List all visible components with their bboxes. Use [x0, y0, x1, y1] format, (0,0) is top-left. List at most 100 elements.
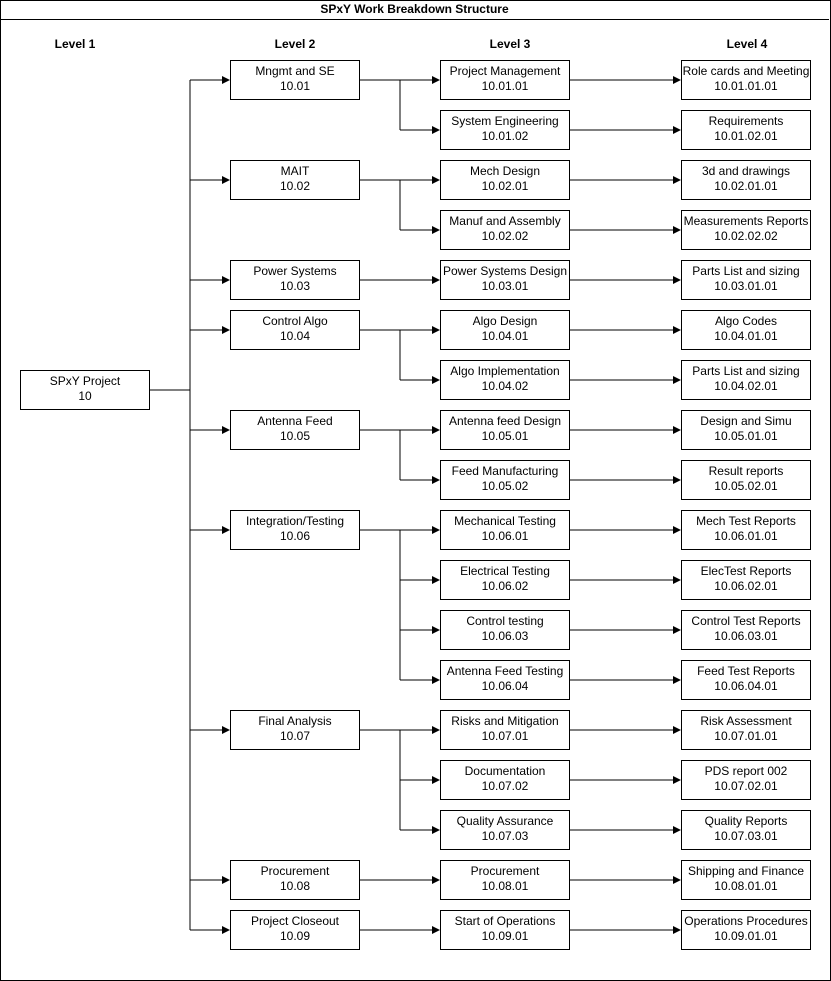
level4-node-10.09.01.01-code: 10.09.01.01 [714, 929, 778, 943]
level3-node-10.02.02-code: 10.02.02 [481, 229, 529, 243]
level4-node-10.05.01.01-label: Design and Simu [700, 414, 792, 428]
level3-node-10.01.01-label: Project Management [449, 64, 561, 78]
level4-node-10.02.02.02-code: 10.02.02.02 [714, 229, 778, 243]
level4-node-10.07.02.01-label: PDS report 002 [704, 764, 788, 778]
level3-node-10.06.01-label: Mechanical Testing [454, 514, 556, 528]
level2-node-10.04-label: Control Algo [262, 314, 328, 328]
level2-node-10.02-code: 10.02 [279, 179, 311, 193]
level4-node-10.03.01.01-code: 10.03.01.01 [714, 279, 778, 293]
level2-node-10.04-code: 10.04 [279, 329, 311, 343]
level4-node-10.01.02.01-label: Requirements [708, 114, 784, 128]
level3-node-10.06.01-code: 10.06.01 [481, 529, 529, 543]
level4-node-10.07.03.01-label: Quality Reports [704, 814, 788, 828]
level3-node-10.04.01-label: Algo Design [472, 314, 538, 328]
level4-node-10.08.01.01-code: 10.08.01.01 [714, 879, 778, 893]
level2-node-10.08-code: 10.08 [279, 879, 311, 893]
level4-node-10.07.03.01-code: 10.07.03.01 [714, 829, 778, 843]
level4-node-10.04.01.01-code: 10.04.01.01 [714, 329, 778, 343]
level4-node-10.09.01.01-label: Operations Procedures [684, 914, 808, 928]
level3-node-10.04.02-code: 10.04.02 [481, 379, 529, 393]
level2-node-10.05-label: Antenna Feed [257, 414, 333, 428]
level-3-header: Level 3 [489, 37, 531, 51]
level2-node-10.05-code: 10.05 [279, 429, 311, 443]
level4-node-10.02.02.02-label: Measurements Reports [683, 214, 809, 228]
level2-node-10.06-code: 10.06 [279, 529, 311, 543]
level4-node-10.07.01.01-code: 10.07.01.01 [714, 729, 778, 743]
root-node-code: 10 [78, 389, 92, 403]
level4-node-10.06.03.01-label: Control Test Reports [691, 614, 801, 628]
level4-node-10.01.01.01-code: 10.01.01.01 [714, 79, 778, 93]
level3-node-10.05.02-label: Feed Manufacturing [451, 464, 559, 478]
level2-node-10.09-code: 10.09 [279, 929, 311, 943]
level4-node-10.07.02.01-code: 10.07.02.01 [714, 779, 778, 793]
level4-node-10.06.02.01-code: 10.06.02.01 [714, 579, 778, 593]
level4-node-10.04.02.01-label: Parts List and sizing [692, 364, 800, 378]
level3-node-10.01.01-code: 10.01.01 [481, 79, 529, 93]
level3-node-10.03.01-label: Power Systems Design [442, 264, 568, 278]
level4-node-10.04.02.01-code: 10.04.02.01 [714, 379, 778, 393]
level3-node-10.06.03-code: 10.06.03 [481, 629, 529, 643]
level4-node-10.06.03.01-code: 10.06.03.01 [714, 629, 778, 643]
level3-node-10.01.02-code: 10.01.02 [481, 129, 529, 143]
level3-node-10.07.01-label: Risks and Mitigation [451, 714, 559, 728]
level4-node-10.05.01.01-code: 10.05.01.01 [714, 429, 778, 443]
level2-node-10.01-label: Mngmt and SE [255, 64, 335, 78]
level3-node-10.08.01-label: Procurement [470, 864, 540, 878]
level3-node-10.06.04-label: Antenna Feed Testing [446, 664, 564, 678]
level2-node-10.01-code: 10.01 [279, 79, 311, 93]
level4-node-10.06.02.01-label: ElecTest Reports [700, 564, 792, 578]
level2-node-10.06-label: Integration/Testing [245, 514, 345, 528]
level4-node-10.06.01.01-code: 10.06.01.01 [714, 529, 778, 543]
level2-node-10.09-label: Project Closeout [250, 914, 340, 928]
level4-node-10.04.01.01-label: Algo Codes [714, 314, 778, 328]
level2-node-10.03-label: Power Systems [253, 264, 337, 278]
level3-node-10.07.03-label: Quality Assurance [456, 814, 554, 828]
level3-node-10.07.02-label: Documentation [464, 764, 546, 778]
level3-node-10.07.02-code: 10.07.02 [481, 779, 529, 793]
level3-node-10.08.01-code: 10.08.01 [481, 879, 529, 893]
level3-node-10.07.01-code: 10.07.01 [481, 729, 529, 743]
level4-node-10.05.02.01-label: Result reports [708, 464, 784, 478]
level4-node-10.01.02.01-code: 10.01.02.01 [714, 129, 778, 143]
level3-node-10.06.02-code: 10.06.02 [481, 579, 529, 593]
level4-node-10.08.01.01-label: Shipping and Finance [687, 864, 805, 878]
level3-node-10.09.01-code: 10.09.01 [481, 929, 529, 943]
level3-node-10.06.03-label: Control testing [466, 614, 544, 628]
level4-node-10.05.02.01-code: 10.05.02.01 [714, 479, 778, 493]
level3-node-10.04.01-code: 10.04.01 [481, 329, 529, 343]
level3-node-10.04.02-label: Algo Implementation [450, 364, 560, 378]
level4-node-10.02.01.01-label: 3d and drawings [701, 164, 791, 178]
